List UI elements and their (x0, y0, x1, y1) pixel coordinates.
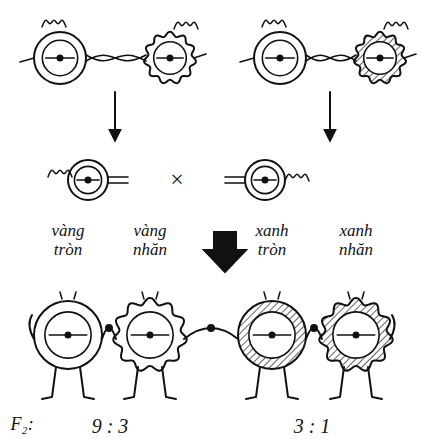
ratio-label: 9 : 3 (75, 415, 145, 437)
squiggle (384, 22, 408, 29)
pea (34, 32, 86, 84)
pea (245, 160, 285, 200)
pea (319, 298, 392, 371)
phenotype-label: xanh tròn (244, 222, 300, 259)
pea (144, 32, 196, 83)
pea (68, 160, 108, 200)
cross-sign: × (162, 166, 192, 192)
phenotype-label: xanh nhăn (328, 222, 384, 259)
pea (113, 298, 186, 371)
pea (254, 32, 306, 84)
squiggle (174, 22, 198, 29)
pea (238, 301, 306, 369)
pea (34, 301, 102, 369)
squiggle (262, 20, 286, 27)
ratio-label: 3 : 1 (277, 415, 347, 437)
squiggle (48, 170, 72, 177)
phenotype-label: vàng tròn (40, 222, 96, 259)
pea (354, 32, 406, 83)
squiggle (42, 20, 66, 27)
generation-label: F₂: (4, 415, 40, 435)
arrow (329, 92, 331, 140)
big-arrow (204, 232, 246, 272)
phenotype-label: vàng nhăn (122, 222, 178, 259)
squiggle (285, 174, 309, 181)
arrow (114, 92, 116, 140)
